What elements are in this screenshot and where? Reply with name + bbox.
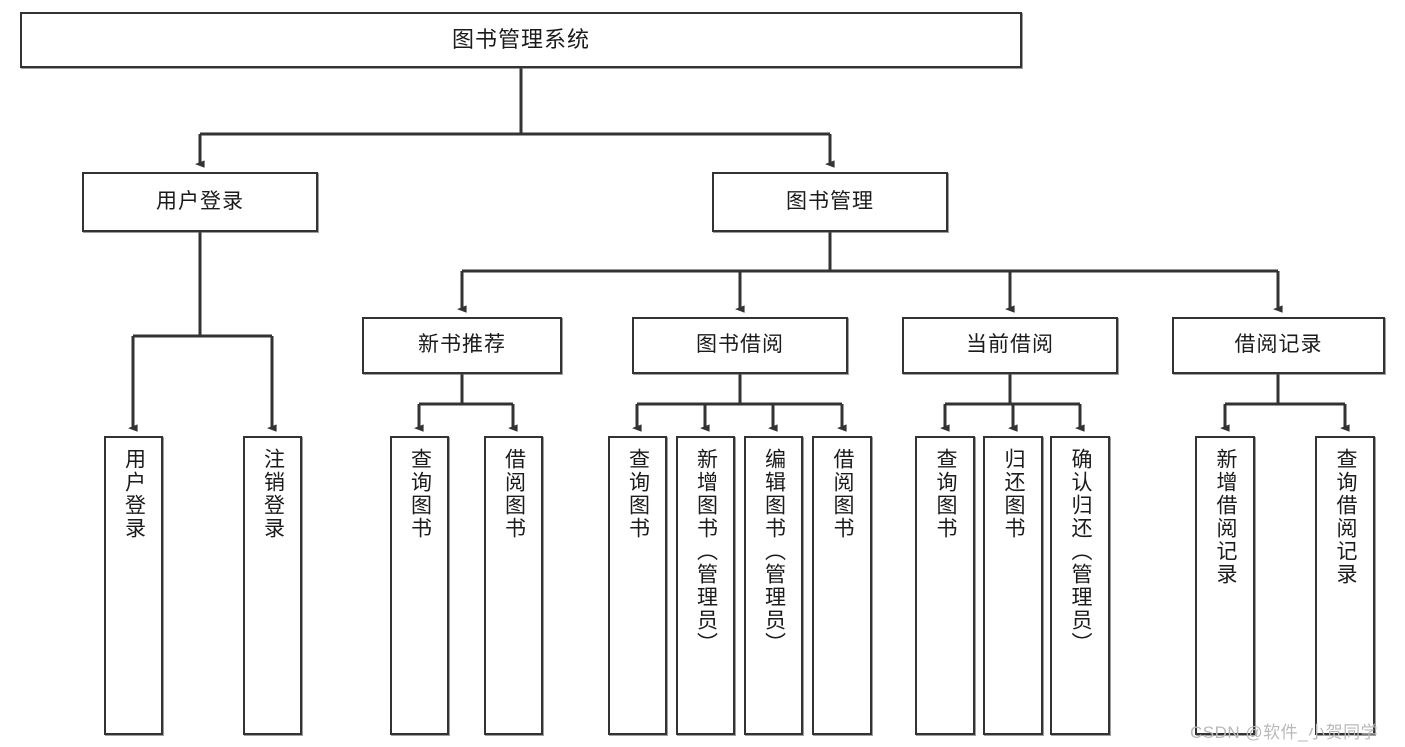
node-leaf-add-book[interactable]: 新增图书（管理员） <box>676 436 735 735</box>
node-book-manage-label: 图书管理 <box>786 189 874 213</box>
node-new-book-rec[interactable]: 新书推荐 <box>362 317 562 374</box>
watermark: CSDN @软件_小贺同学 <box>1190 723 1379 742</box>
node-current-borrow[interactable]: 当前借阅 <box>902 317 1118 374</box>
node-leaf-confirm-return[interactable]: 确认归还（管理员） <box>1050 436 1110 735</box>
node-leaf-query-record[interactable]: 查询借阅记录 <box>1315 436 1375 735</box>
node-borrow-record-label: 借阅记录 <box>1234 333 1323 357</box>
node-new-book-rec-label: 新书推荐 <box>418 333 506 357</box>
node-leaf-query-book[interactable]: 查询图书 <box>608 436 667 735</box>
node-leaf-borrow-book-label: 借阅图书 <box>831 448 855 540</box>
node-leaf-user-logout[interactable]: 注销登录 <box>243 436 302 735</box>
node-borrow-record[interactable]: 借阅记录 <box>1172 317 1385 374</box>
node-leaf-borrow-book-rec[interactable]: 借阅图书 <box>484 436 543 735</box>
node-leaf-query-book-label: 查询图书 <box>626 448 650 540</box>
node-leaf-query-record-label: 查询借阅记录 <box>1334 448 1358 586</box>
node-user-login[interactable]: 用户登录 <box>82 172 318 232</box>
node-root[interactable]: 图书管理系统 <box>20 12 1022 68</box>
node-leaf-return-book[interactable]: 归还图书 <box>983 436 1043 735</box>
node-leaf-user-login[interactable]: 用户登录 <box>104 436 163 735</box>
node-leaf-edit-book-label: 编辑图书（管理员） <box>762 448 786 655</box>
node-user-login-label: 用户登录 <box>156 189 244 213</box>
node-leaf-edit-book[interactable]: 编辑图书（管理员） <box>744 436 803 735</box>
node-leaf-add-record-label: 新增借阅记录 <box>1214 448 1238 586</box>
node-leaf-borrow-book[interactable]: 借阅图书 <box>812 436 872 735</box>
node-leaf-query-current-label: 查询图书 <box>934 448 958 540</box>
node-leaf-query-book-rec[interactable]: 查询图书 <box>390 436 449 735</box>
node-leaf-borrow-book-rec-label: 借阅图书 <box>502 448 526 540</box>
node-leaf-add-record[interactable]: 新增借阅记录 <box>1195 436 1255 735</box>
node-book-manage[interactable]: 图书管理 <box>712 172 948 232</box>
node-leaf-query-current[interactable]: 查询图书 <box>915 436 975 735</box>
node-root-label: 图书管理系统 <box>451 27 590 53</box>
node-leaf-user-login-label: 用户登录 <box>122 448 146 540</box>
node-book-borrow-label: 图书借阅 <box>696 333 784 357</box>
node-book-borrow[interactable]: 图书借阅 <box>632 317 848 374</box>
node-leaf-query-book-rec-label: 查询图书 <box>408 448 432 540</box>
node-leaf-return-book-label: 归还图书 <box>1002 448 1026 540</box>
node-current-borrow-label: 当前借阅 <box>966 333 1054 357</box>
node-leaf-user-logout-label: 注销登录 <box>261 448 285 540</box>
node-leaf-confirm-return-label: 确认归还（管理员） <box>1069 448 1093 655</box>
node-leaf-add-book-label: 新增图书（管理员） <box>694 448 718 655</box>
